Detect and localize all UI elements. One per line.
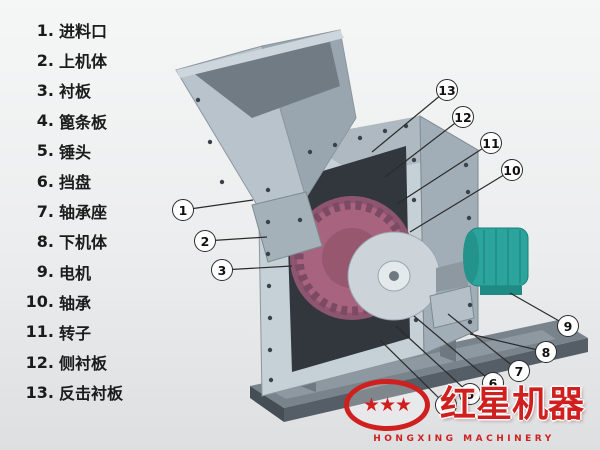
motor [463, 227, 529, 295]
logo-stars-icon: ★★★ [343, 379, 430, 431]
logo-brand-text: 红星机器 [439, 384, 584, 425]
part-number: 11. [25, 322, 54, 342]
part-label: 上机体 [59, 52, 108, 72]
parts-list-item: 7.轴承座 [16, 196, 123, 226]
parts-list-item: 11.转子 [16, 317, 123, 347]
part-label: 挡盘 [59, 173, 92, 193]
parts-list-item: 3.衬板 [16, 75, 123, 105]
parts-list-item: 5.锤头 [16, 136, 123, 166]
logo-row: ★★★ 红星机器 [343, 379, 584, 431]
callout-10: 10 [501, 159, 523, 181]
part-number: 12. [25, 352, 54, 372]
parts-list-item: 2.上机体 [16, 45, 123, 75]
part-label: 转子 [59, 323, 92, 343]
hongxing-logo: ★★★ 红星机器 HONGXING MACHINERY [343, 379, 584, 444]
parts-list-item: 13.反击衬板 [16, 377, 123, 407]
part-label: 衬板 [59, 82, 92, 102]
part-label: 电机 [59, 263, 92, 283]
part-label: 反击衬板 [59, 384, 124, 404]
parts-list-item: 12.侧衬板 [16, 347, 123, 377]
part-label: 轴承 [59, 293, 92, 313]
shaft [436, 260, 468, 292]
part-number: 3. [36, 80, 54, 100]
callout-12: 12 [452, 106, 474, 128]
callout-2: 2 [194, 230, 216, 252]
part-number: 10. [25, 292, 54, 312]
callout-13: 13 [436, 79, 458, 101]
parts-list-item: 10.轴承 [16, 287, 123, 317]
part-number: 5. [36, 141, 54, 161]
callout-1: 1 [172, 199, 194, 221]
part-label: 锤头 [59, 142, 92, 162]
part-number: 6. [36, 171, 54, 191]
feed-hopper [175, 29, 357, 263]
parts-list-item: 4.篦条板 [16, 106, 123, 136]
part-number: 1. [36, 20, 54, 40]
part-number: 13. [25, 382, 54, 402]
part-label: 轴承座 [59, 203, 108, 223]
part-number: 9. [36, 262, 54, 282]
part-label: 篦条板 [59, 112, 108, 132]
part-label: 侧衬板 [59, 354, 108, 374]
callout-9: 9 [557, 315, 579, 337]
logo-subtitle-text: HONGXING MACHINERY [373, 434, 555, 444]
callout-8: 8 [535, 341, 557, 363]
callout-3: 3 [211, 259, 233, 281]
part-number: 7. [36, 201, 54, 221]
stars-icon: ★★★ [362, 393, 412, 416]
callout-11: 11 [480, 132, 502, 154]
parts-list-item: 8.下机体 [16, 226, 123, 256]
part-label: 下机体 [59, 233, 108, 253]
baffle-disc [347, 231, 441, 321]
parts-list-item: 6.挡盘 [16, 166, 123, 196]
part-number: 4. [36, 111, 54, 131]
parts-list-item: 1.进料口 [16, 15, 123, 45]
parts-list-item: 9.电机 [16, 257, 123, 287]
part-number: 2. [36, 50, 54, 70]
part-label: 进料口 [59, 22, 108, 42]
part-number: 8. [36, 231, 54, 251]
